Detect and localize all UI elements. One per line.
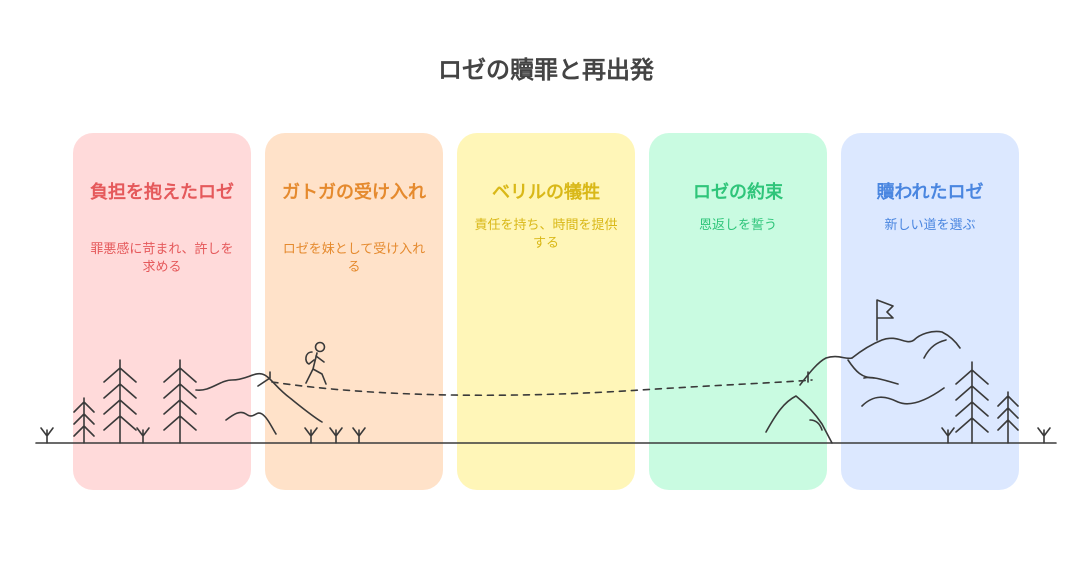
stage-description: 罪悪感に苛まれ、許しを求める	[90, 242, 234, 275]
stage-title: 贖われたロゼ	[876, 182, 984, 203]
stage-panel-2: ガトガの受け入れ ロゼを妹として受け入れる	[265, 133, 443, 490]
stage-title: ベリルの犠牲	[492, 182, 600, 203]
stage-title: ロゼの約束	[693, 182, 783, 203]
stage-description: 恩返しを誓う	[698, 218, 777, 233]
diagram-title: ロゼの贖罪と再出発	[438, 56, 654, 84]
stage-panel-1: 負担を抱えたロゼ 罪悪感に苛まれ、許しを求める	[73, 133, 251, 490]
stage-description: 責任を持ち、時間を提供する	[474, 218, 618, 251]
stage-title: ガトガの受け入れ	[282, 182, 426, 203]
stage-panel-3: ベリルの犠牲 責任を持ち、時間を提供する	[457, 133, 635, 490]
stage-panel-4: ロゼの約束 恩返しを誓う	[649, 133, 827, 490]
stage-description: ロゼを妹として受け入れる	[282, 242, 426, 275]
stage-panel-5: 贖われたロゼ 新しい道を選ぶ	[841, 133, 1019, 490]
stage-description: 新しい道を選ぶ	[884, 218, 976, 233]
stage-title: 負担を抱えたロゼ	[90, 182, 234, 203]
